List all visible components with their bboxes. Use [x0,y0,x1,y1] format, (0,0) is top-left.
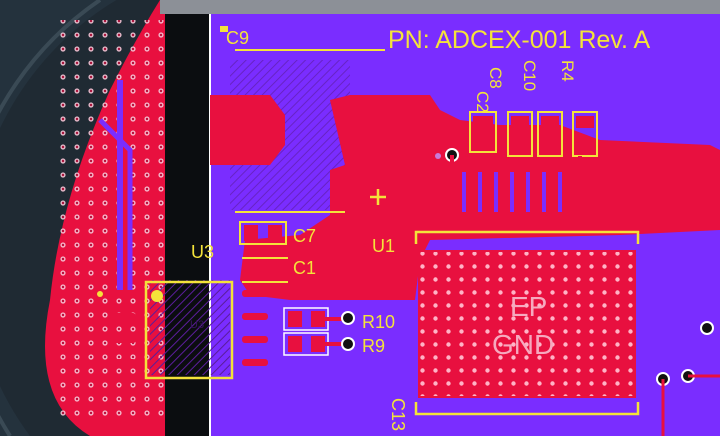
part-number-label: PN: ADCEX-001 Rev. A [388,26,650,54]
u1-silk-top [414,230,640,244]
c8-footprint[interactable] [507,111,533,157]
u3-body-label: U3 [190,319,204,331]
r9-label: R9 [362,336,385,356]
exposed-pad-vias [420,252,634,396]
mounting-hole-area [0,0,117,436]
u3-footprint[interactable] [97,280,268,380]
c9-label: C9 [226,28,249,48]
r4-footprint[interactable] [572,111,598,157]
u1-silk-bottom [414,402,640,416]
c9-footprint[interactable] [220,26,385,213]
pour-left-upper [210,95,285,165]
u3-label: U3 [191,242,214,262]
c13-label: C13 [388,398,408,431]
c2-footprint[interactable] [469,111,497,153]
c2-label: C2 [473,91,492,113]
u1-pin-gaps [462,172,562,212]
c8-label: C8 [486,67,505,89]
ep-label: EP [510,291,547,322]
gnd-label: GND [492,329,554,360]
board-edge-arc [0,0,102,436]
c10-label: C10 [520,60,539,91]
r4-label: R4 [558,60,577,82]
u1-label: U1 [372,236,395,256]
c1-label: C1 [293,258,316,278]
u1-origin-marker [370,189,386,205]
r10-footprint[interactable] [283,307,348,331]
c7-footprint[interactable] [239,221,287,245]
u3-hatched-body [150,280,230,375]
r10-label: R10 [362,312,395,332]
thin-traces [98,80,720,436]
c1-footprint[interactable] [242,257,288,283]
board-top-edge [160,0,720,14]
c10-footprint[interactable] [537,111,563,157]
c7-label: C7 [293,226,316,246]
